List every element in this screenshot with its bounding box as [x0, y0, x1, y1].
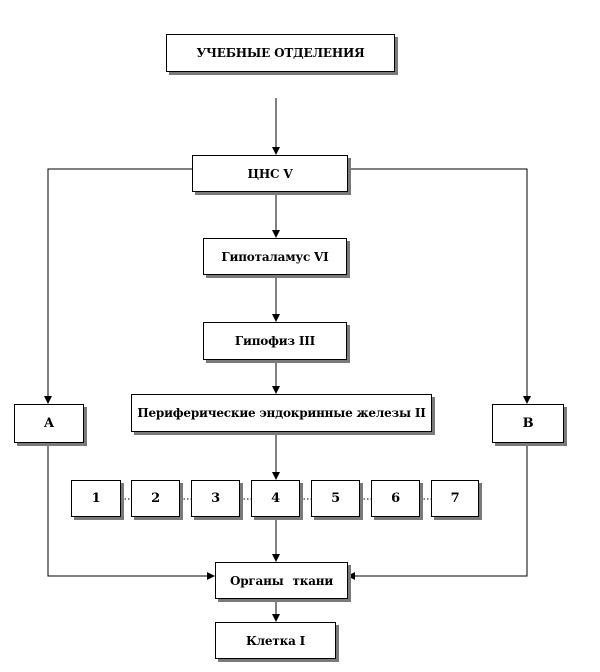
arrow-a-to-organs — [47, 443, 215, 580]
arrow-cns-to-a — [44, 168, 192, 404]
node-number-5: 5 — [311, 480, 360, 517]
node-cns: ЦНС V — [192, 155, 348, 192]
node-hypothalamus: Гипоталамус VI — [203, 238, 347, 275]
arrow-cns-to-b — [348, 168, 531, 404]
node-peripheral-glands: Периферические эндокринные железы II — [131, 394, 432, 432]
node-organs-tissues: Органы ткани — [215, 562, 348, 599]
arrow-b-to-organs — [347, 443, 528, 580]
node-number-4: 4 — [251, 480, 300, 517]
node-study-departments: УЧЕБНЫЕ ОТДЕЛЕНИЯ — [166, 34, 395, 72]
node-cell: Клетка I — [215, 622, 336, 659]
node-number-1: 1 — [71, 480, 121, 517]
node-number-2: 2 — [131, 480, 180, 517]
node-pituitary: Гипофиз III — [203, 322, 347, 360]
node-number-6: 6 — [371, 480, 420, 517]
node-a: А — [14, 404, 84, 443]
node-number-7: 7 — [431, 480, 479, 517]
node-number-3: 3 — [191, 480, 240, 517]
node-b: В — [492, 404, 564, 443]
